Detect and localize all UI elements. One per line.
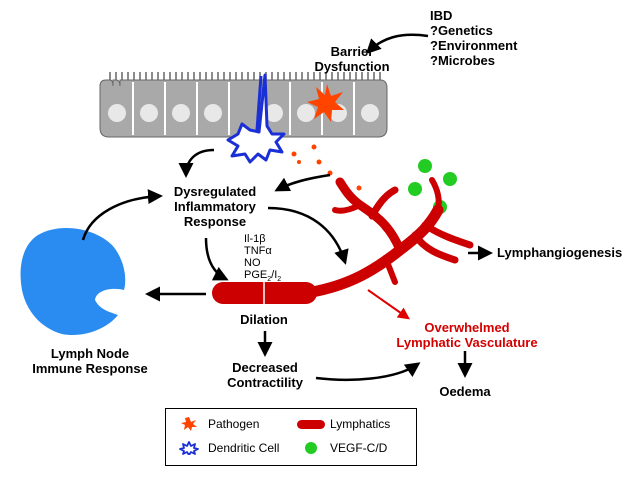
arrows	[81, 33, 493, 382]
inflammatory-line3: Response	[183, 214, 247, 229]
decreased-contractility-label: Decreased Contractility	[215, 360, 315, 390]
ibd-line-ibd: IBD	[430, 8, 453, 23]
oedema-label: Oedema	[439, 384, 491, 399]
lymph-node	[20, 227, 126, 336]
mediator-il1b: Il-1β	[244, 233, 266, 245]
lymphatic-network	[306, 177, 474, 298]
dendritic-cell-icon	[179, 441, 199, 455]
lymphatic-vessel-icon	[297, 420, 325, 429]
ibd-line-microbes: ?Microbes	[430, 53, 496, 68]
barrier-line2: Dysfunction	[314, 59, 390, 74]
legend-dendritic-label: Dendritic Cell	[208, 441, 280, 455]
inflammatory-line2: Inflammatory	[174, 199, 256, 214]
mediator-tnfa: TNFα	[244, 245, 272, 257]
pathogen-burst	[307, 84, 344, 122]
dendritic-cell	[226, 73, 286, 164]
legend-dendritic: Dendritic Cell	[174, 441, 279, 455]
mediator-no: NO	[244, 257, 261, 269]
legend-lymphatics-label: Lymphatics	[330, 417, 391, 431]
dilated-lymphatic	[212, 282, 317, 304]
overwhelmed-vasculature-label: Overwhelmed Lymphatic Vasculature	[382, 320, 552, 350]
pathogen-icon	[181, 417, 197, 431]
barrier-dysfunction-label: Barrier Dysfunction	[302, 44, 402, 74]
mediators-list: Il-1β TNFα NO PGE2/I2	[244, 233, 281, 286]
ibd-label: IBD ?Genetics ?Environment ?Microbes	[430, 8, 517, 68]
ibd-line-genetics: ?Genetics	[430, 23, 493, 38]
decreased-line1: Decreased	[232, 360, 298, 375]
overwhelmed-line2: Lymphatic Vasculature	[396, 335, 538, 350]
mediator-pge: PGE2/I2	[244, 269, 282, 284]
lymph-node-label: Lymph Node Immune Response	[20, 346, 160, 376]
ibd-line-environment: ?Environment	[430, 38, 518, 53]
decreased-line2: Contractility	[227, 375, 303, 390]
red-arrow	[367, 289, 410, 320]
overwhelmed-line1: Overwhelmed	[424, 320, 510, 335]
legend-vegf-label: VEGF-C/D	[330, 441, 388, 455]
lymphangiogenesis-label: Lymphangiogenesis	[497, 245, 623, 260]
legend-pathogen: Pathogen	[174, 417, 259, 431]
inflammatory-response-label: Dysregulated Inflammatory Response	[160, 184, 270, 229]
legend-pathogen-label: Pathogen	[208, 417, 260, 431]
lymph-node-line1: Lymph Node	[50, 346, 130, 361]
lymph-node-line2: Immune Response	[32, 361, 148, 376]
inflammatory-line1: Dysregulated	[173, 184, 257, 199]
pathogen-particles	[291, 144, 362, 191]
legend: Pathogen Lymphatics Dendritic Cell VEGF-…	[165, 408, 417, 466]
legend-lymphatics: Lymphatics	[296, 417, 390, 431]
dilation-label: Dilation	[240, 312, 288, 327]
barrier-line1: Barrier	[330, 44, 374, 59]
vegf-dot-icon	[305, 442, 317, 454]
legend-vegf: VEGF-C/D	[296, 441, 387, 455]
